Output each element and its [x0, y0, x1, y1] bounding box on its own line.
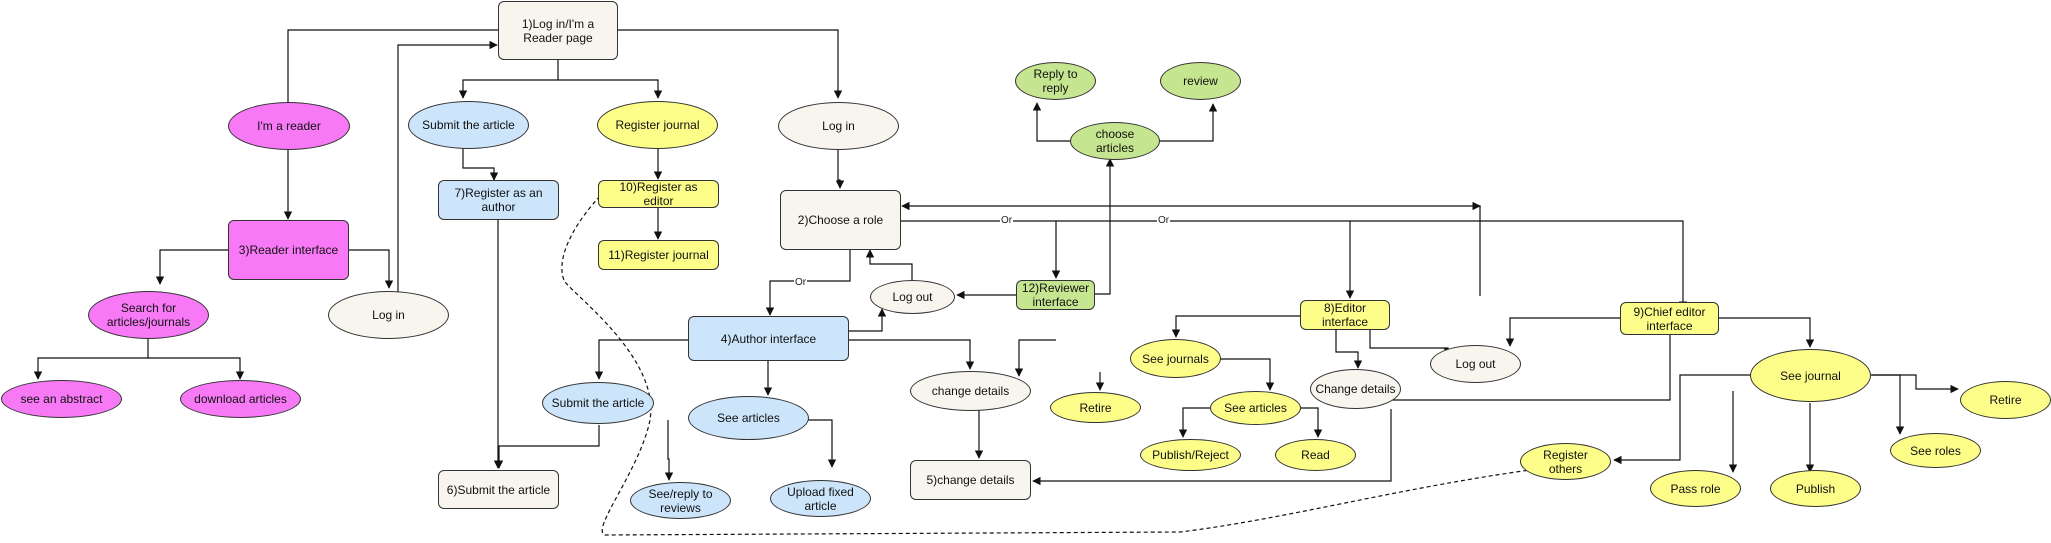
- edge: [458, 60, 559, 99]
- node-change-details-editor[interactable]: Change details: [1310, 369, 1401, 409]
- edge: [849, 308, 887, 332]
- edge: [1032, 102, 1070, 142]
- node-login-reader-page[interactable]: 1)Log in/I'm a Reader page: [498, 1, 618, 60]
- node-publish[interactable]: Publish: [1770, 470, 1861, 507]
- node-register-others[interactable]: Register others: [1520, 443, 1611, 480]
- node-see-journals[interactable]: See journals: [1130, 339, 1221, 378]
- edge: [1369, 330, 1453, 357]
- edge: [1095, 158, 1115, 295]
- node-choose-articles[interactable]: choose articles: [1070, 122, 1160, 160]
- node-review[interactable]: review: [1160, 62, 1241, 100]
- node-see-articles-author[interactable]: See articles: [688, 396, 809, 440]
- edge: [664, 420, 674, 481]
- edge: [808, 419, 837, 468]
- edge: [1178, 407, 1213, 438]
- edge: [348, 249, 394, 289]
- edge: [900, 220, 1061, 279]
- node-author-interface[interactable]: 4)Author interface: [688, 316, 849, 361]
- edge: [617, 29, 843, 99]
- edge: [1335, 330, 1363, 369]
- node-see-abstract[interactable]: see an abstract: [1, 380, 122, 418]
- edge: [1870, 374, 1905, 435]
- node-submit-article-top[interactable]: Submit the article: [408, 101, 529, 149]
- node-log-out-editor[interactable]: Log out: [1430, 345, 1521, 383]
- node-search-articles[interactable]: Search for articles/journals: [88, 291, 209, 339]
- edge: [1158, 103, 1218, 142]
- edge: [849, 339, 975, 370]
- edge: [1220, 358, 1275, 391]
- node-upload-fixed[interactable]: Upload fixed article: [770, 480, 871, 517]
- node-register-editor[interactable]: 10)Register as editor: [598, 180, 719, 208]
- node-submit-article-6[interactable]: 6)Submit the article: [438, 470, 559, 509]
- node-chief-editor-interface[interactable]: 9)Chief editor interface: [1620, 302, 1719, 335]
- node-change-details-mid[interactable]: change details: [910, 371, 1031, 411]
- node-reader-interface[interactable]: 3)Reader interface: [228, 220, 349, 280]
- node-register-author[interactable]: 7)Register as an author: [438, 180, 559, 220]
- edge-label-or-editor: Or: [1157, 215, 1171, 226]
- edge: [1613, 374, 1752, 465]
- node-reviewer-interface[interactable]: 12)Reviewer interface: [1016, 280, 1095, 310]
- edge: [1056, 220, 1355, 299]
- edge: [283, 29, 499, 115]
- node-pass-role[interactable]: Pass role: [1650, 470, 1741, 507]
- node-reply-to-reply[interactable]: Reply to reply: [1015, 62, 1096, 100]
- edge: [865, 249, 913, 290]
- edge-label-or-author: Or: [794, 277, 808, 288]
- node-register-journal-11[interactable]: 11)Register journal: [598, 240, 719, 270]
- edge-label-or-reviewer: Or: [1000, 215, 1014, 226]
- node-read[interactable]: Read: [1275, 439, 1356, 471]
- node-change-details-5[interactable]: 5)change details: [910, 460, 1031, 500]
- node-see-reply-reviews[interactable]: See/reply to reviews: [630, 482, 731, 519]
- edge: [155, 249, 229, 285]
- node-see-articles-editor[interactable]: See articles: [1210, 391, 1301, 425]
- node-log-out-author[interactable]: Log out: [870, 280, 955, 314]
- edge: [1032, 409, 1392, 486]
- edge: [1872, 374, 1959, 394]
- node-choose-role[interactable]: 2)Choose a role: [780, 190, 901, 250]
- edge: [594, 339, 690, 380]
- node-submit-article-mid[interactable]: Submit the article: [542, 382, 654, 424]
- edge: [1171, 315, 1300, 338]
- node-im-a-reader[interactable]: I'm a reader: [228, 102, 350, 150]
- node-download-articles[interactable]: download articles: [180, 380, 301, 418]
- dashed-connector: [561, 195, 1531, 536]
- edge: [1014, 339, 1056, 377]
- edge: [1718, 317, 1815, 348]
- node-see-roles[interactable]: See roles: [1890, 433, 1981, 468]
- node-log-in-left[interactable]: Log in: [328, 291, 449, 339]
- node-see-journal-chief[interactable]: See journal: [1750, 349, 1871, 402]
- edge: [1373, 334, 1671, 401]
- edge: [148, 357, 245, 380]
- node-retire-editor[interactable]: Retire: [1050, 392, 1141, 423]
- edge: [1505, 317, 1620, 347]
- edge: [558, 79, 663, 99]
- node-editor-interface[interactable]: 8)Editor interface: [1300, 300, 1390, 330]
- node-register-journal-top[interactable]: Register journal: [597, 101, 718, 149]
- edge: [835, 150, 845, 189]
- node-retire-chief[interactable]: Retire: [1960, 381, 2051, 419]
- edge: [901, 201, 1481, 296]
- edge: [494, 425, 600, 469]
- edge: [33, 338, 149, 380]
- edge: [765, 250, 851, 316]
- edge: [1350, 220, 1688, 310]
- node-log-in-mid[interactable]: Log in: [778, 102, 899, 150]
- edge: [397, 40, 498, 292]
- node-publish-reject[interactable]: Publish/Reject: [1140, 439, 1241, 471]
- edge: [462, 149, 499, 181]
